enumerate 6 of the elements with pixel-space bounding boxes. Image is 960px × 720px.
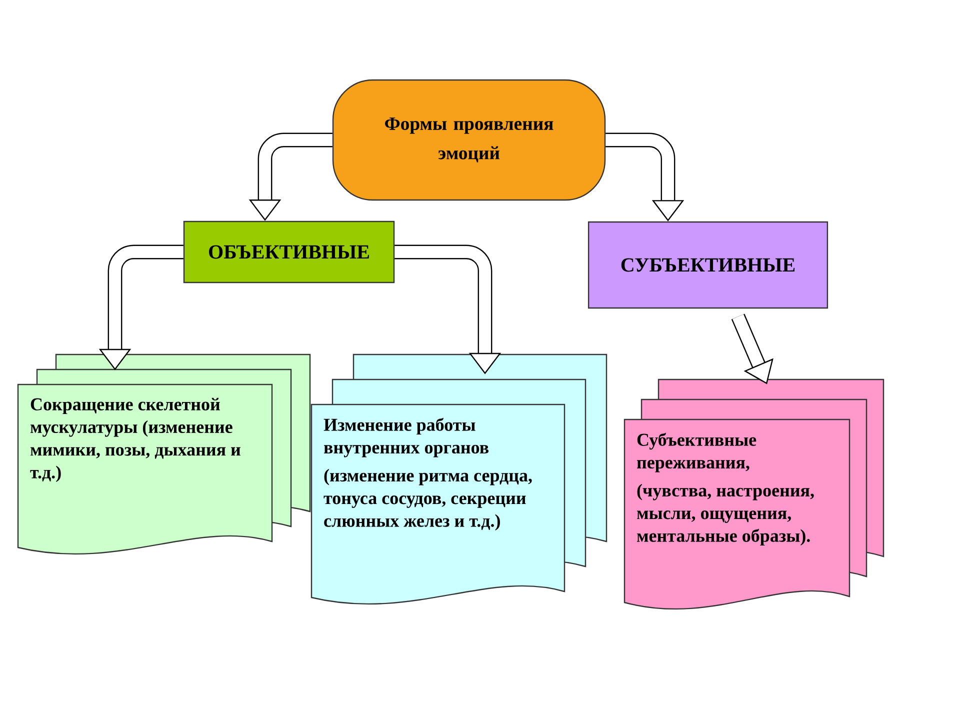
document-stack: Изменение работы внутренних органов (изменение ритма сердца, тонуса сосудов, секреции слюнных желез и т.д.) <box>310 354 608 604</box>
category-box: СУБЪЕКТИВНЫЕ <box>588 221 828 309</box>
category-box: ОБЪЕКТИВНЫЕ <box>183 220 395 284</box>
document-stack: Субъективные переживания, (чувства, настроения, мысли, ощущения, ментальные образы). <box>624 378 884 610</box>
rounded-box: Формы проявления эмоций <box>332 79 606 201</box>
document-stack: Сокращение скелетной мускулатуры (изменение мимики, позы, дыхания и т.д.) <box>17 354 311 554</box>
